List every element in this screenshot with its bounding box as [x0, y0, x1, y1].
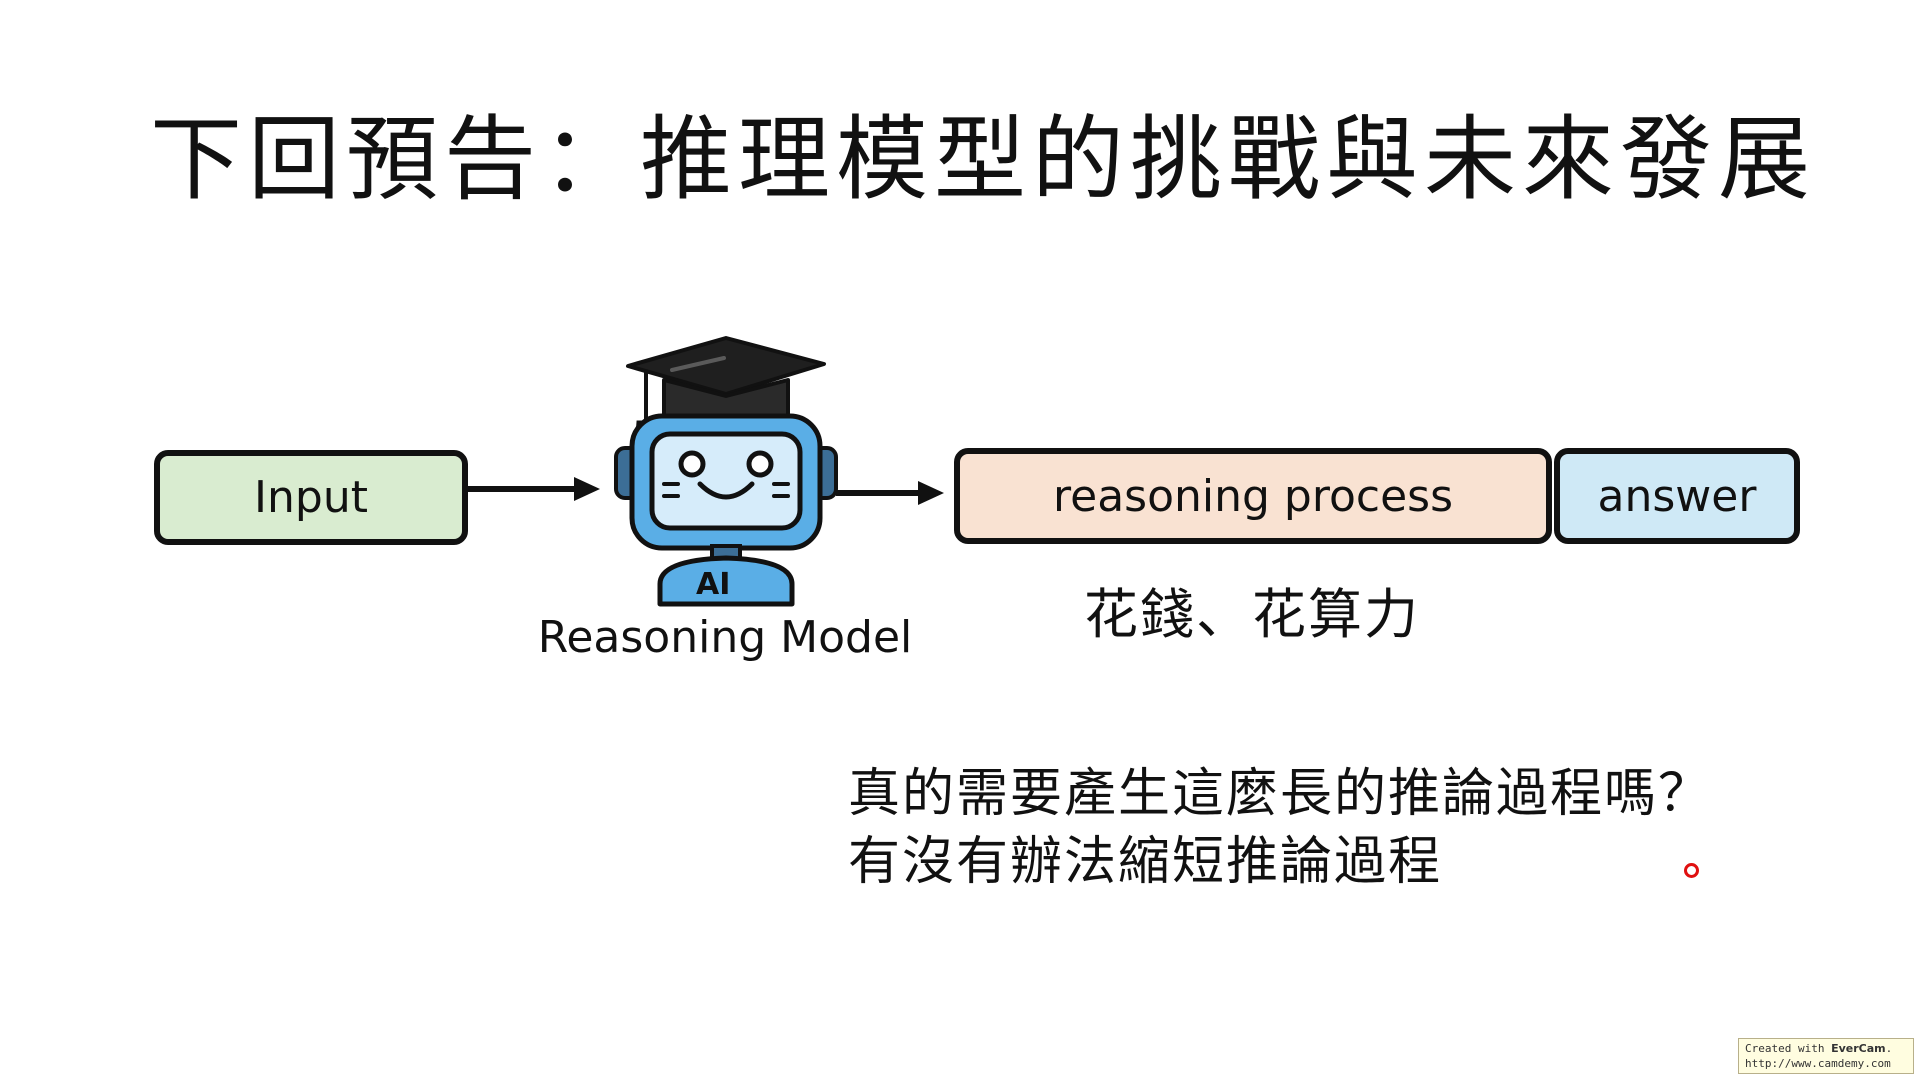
reasoning-process-label: reasoning process	[1053, 470, 1453, 522]
watermark-brand: EverCam	[1831, 1042, 1886, 1055]
watermark-line-1: Created with EverCam.	[1745, 1041, 1907, 1056]
robot-badge-text: AI	[696, 567, 730, 602]
evercam-watermark: Created with EverCam. http://www.camdemy…	[1738, 1038, 1914, 1074]
arrow-head	[918, 481, 944, 505]
reasoning-model-label: Reasoning Model	[537, 612, 913, 663]
question-block: 真的需要產生這麼長的推論過程嗎？ 有沒有辦法縮短推論過程	[848, 760, 1712, 896]
question-line-2: 有沒有辦法縮短推論過程	[848, 832, 1443, 892]
slide-title: 下回預告：推理模型的挑戰與未來發展	[150, 106, 1817, 213]
answer-box: answer	[1554, 448, 1800, 544]
arrow-model-to-output	[836, 478, 944, 508]
arrow-input-to-model	[468, 474, 600, 504]
robot-icon: AI	[614, 413, 838, 607]
watermark-suffix: .	[1885, 1042, 1893, 1055]
question-line-1: 真的需要產生這麼長的推論過程嗎？	[848, 764, 1713, 824]
watermark-url: http://www.camdemy.com	[1745, 1057, 1891, 1070]
input-label: Input	[254, 472, 368, 523]
answer-label: answer	[1597, 470, 1757, 522]
arrow-shaft	[468, 486, 578, 492]
arrow-shaft	[836, 490, 920, 496]
reasoning-process-box: reasoning process	[954, 448, 1552, 544]
laser-pointer-dot	[1684, 863, 1699, 878]
cost-note: 花錢、花算力	[1084, 583, 1420, 646]
watermark-prefix: Created with	[1745, 1042, 1832, 1055]
reasoning-model-robot-icon: AI	[614, 336, 838, 607]
arrow-head	[574, 477, 600, 501]
input-box: Input	[154, 450, 468, 545]
